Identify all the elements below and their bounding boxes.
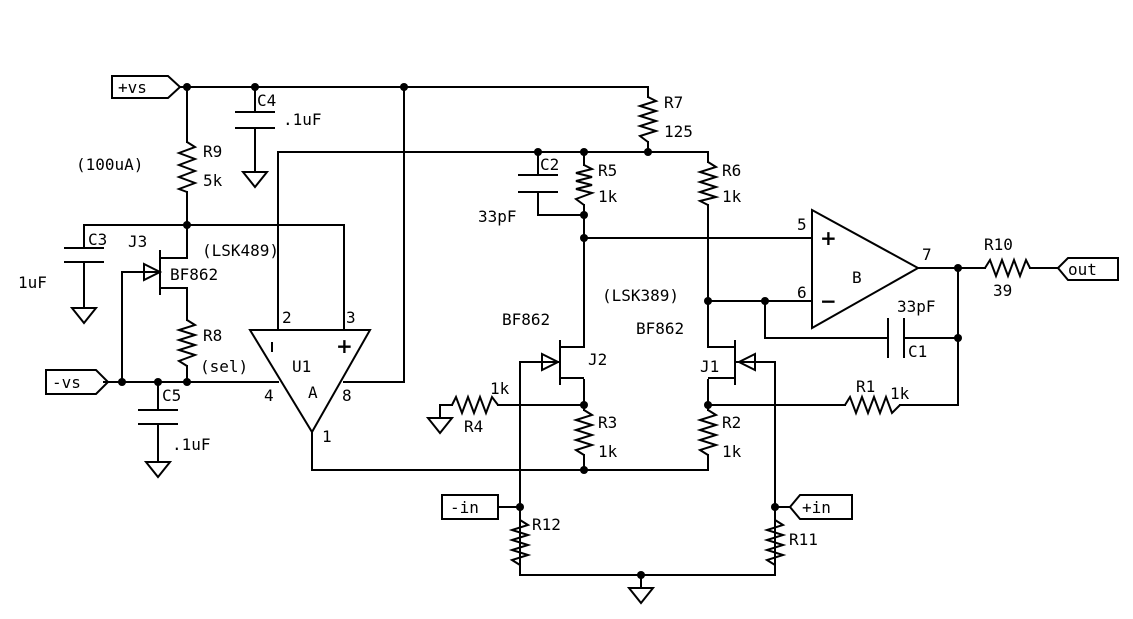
ub-unit: B: [852, 268, 862, 287]
ub-note: (LSK389): [602, 286, 679, 305]
b-plus-symbol: +: [820, 226, 837, 250]
capacitor-c5: [138, 409, 178, 425]
r10-value: 39: [993, 281, 1012, 300]
wires: [83, 86, 1059, 589]
c1-value: 33pF: [897, 297, 936, 316]
u1-pin2: 2: [282, 308, 292, 327]
ub-pin6: 6: [797, 283, 807, 302]
j2-type: BF862: [502, 310, 550, 329]
resistor-r7: [636, 96, 660, 143]
port-out-label: out: [1068, 260, 1097, 279]
ub-pin7: 7: [922, 245, 932, 264]
r9-note: (100uA): [76, 155, 143, 174]
u1-pin1: 1: [322, 427, 332, 446]
jfet-j2: [538, 340, 585, 385]
r3-ref: R3: [598, 413, 617, 432]
r7-value: 125: [664, 122, 693, 141]
port-in-pos[interactable]: +in: [788, 494, 853, 520]
junction-dots: [118, 83, 962, 579]
c3-ref: C3: [88, 230, 107, 249]
r6-ref: R6: [722, 161, 741, 180]
resistor-r8: [175, 319, 199, 367]
r11-ref: R11: [789, 530, 818, 549]
opamp-u1: +: [248, 329, 372, 434]
ground-r4: [425, 417, 455, 435]
ground-bus: [626, 587, 656, 605]
resistor-r10: [984, 257, 1031, 279]
c3-value: 1uF: [18, 273, 47, 292]
u1-pin8: 8: [342, 386, 352, 405]
r7-ref: R7: [664, 93, 683, 112]
r8-ref: R8: [203, 326, 222, 345]
j3-note: (LSK489): [202, 241, 279, 260]
r1-value: 1k: [890, 384, 910, 403]
ground-c3: [69, 307, 99, 325]
r3-value: 1k: [598, 442, 618, 461]
component-labels: R9 5k (100uA) C4 .1uF R7 125 C2 33pF R5 …: [18, 91, 1013, 549]
resistor-r6: [696, 161, 720, 206]
resistor-r3: [572, 409, 596, 456]
capacitor-c1: [887, 318, 905, 358]
c5-value: .1uF: [172, 435, 211, 454]
r4-ref: R4: [464, 417, 483, 436]
port-vs-pos-label: +vs: [118, 78, 147, 97]
r12-ref: R12: [532, 515, 561, 534]
r2-ref: R2: [722, 413, 741, 432]
port-vs-pos[interactable]: +vs: [111, 75, 182, 99]
r4-value: 1k: [490, 379, 510, 398]
port-in-neg-label: -in: [450, 498, 479, 517]
r6-value: 1k: [722, 187, 742, 206]
port-in-pos-label: +in: [802, 498, 831, 517]
resistor-r4: [451, 394, 499, 416]
ground-c5: [143, 461, 173, 479]
r1-ref: R1: [856, 377, 875, 396]
grounds: [69, 171, 656, 605]
r9-ref: R9: [203, 142, 222, 161]
capacitors: [64, 111, 905, 425]
port-in-neg[interactable]: -in: [441, 494, 499, 520]
c1-ref: C1: [908, 342, 927, 361]
r5-value: 1k: [598, 187, 618, 206]
c2-value: 33pF: [478, 207, 517, 226]
c4-ref: C4: [257, 91, 276, 110]
j1-type: BF862: [636, 319, 684, 338]
r2-value: 1k: [722, 442, 742, 461]
jfet-j1: [707, 340, 760, 385]
resistor-r9: [176, 141, 198, 193]
j3-ref: J3: [128, 232, 147, 251]
r9-value: 5k: [203, 171, 223, 190]
u1-pin4: 4: [264, 386, 274, 405]
port-vs-neg-label: -vs: [52, 373, 81, 392]
u1-plus-symbol: +: [336, 334, 353, 358]
capacitor-c3: [64, 247, 104, 263]
u1-pin3: 3: [346, 308, 356, 327]
opamp-b: + −: [811, 208, 921, 330]
j2-ref: J2: [588, 350, 607, 369]
resistor-r1: [844, 394, 901, 416]
c5-ref: C5: [162, 386, 181, 405]
b-minus-symbol: −: [820, 289, 837, 313]
capacitor-c4: [235, 111, 275, 129]
u1-unit: A: [308, 383, 318, 402]
ground-c4: [240, 171, 270, 189]
j3-type: BF862: [170, 265, 218, 284]
capacitor-c2: [518, 174, 558, 193]
port-vs-neg[interactable]: -vs: [45, 369, 110, 395]
j1-ref: J1: [700, 357, 719, 376]
jfet-j3: [140, 250, 188, 295]
resistor-r2: [696, 409, 720, 456]
ub-pin5: 5: [797, 215, 807, 234]
resistor-r12: [508, 519, 532, 566]
c4-value: .1uF: [283, 110, 322, 129]
resistors: [175, 96, 1031, 566]
resistor-r5: [573, 164, 596, 206]
u1-ref: U1: [292, 357, 311, 376]
c2-ref: C2: [540, 155, 559, 174]
r5-ref: R5: [598, 161, 617, 180]
resistor-r11: [763, 519, 787, 566]
r10-ref: R10: [984, 235, 1013, 254]
port-out[interactable]: out: [1056, 257, 1119, 281]
r8-value: (sel): [200, 357, 248, 376]
